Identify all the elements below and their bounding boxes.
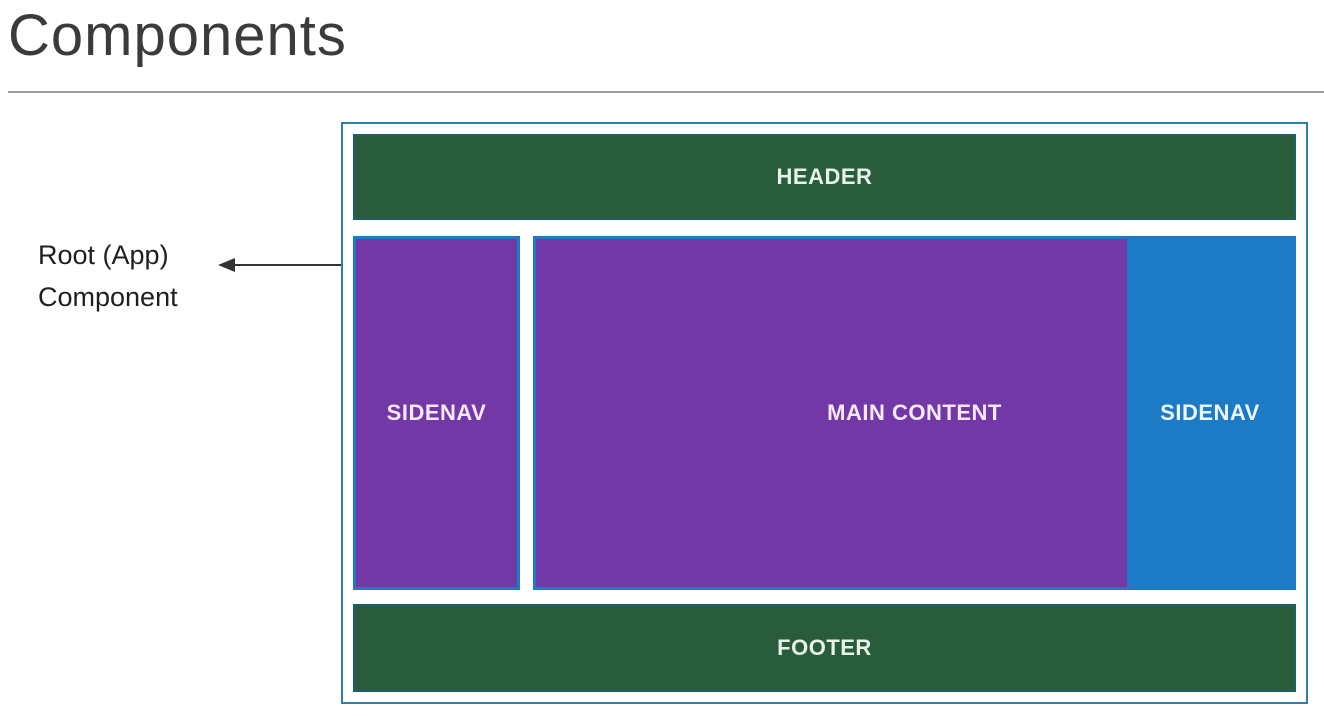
- footer-label: FOOTER: [777, 635, 872, 660]
- content-row: SIDENAV SIDENAV MAIN CONTENT: [353, 236, 1296, 590]
- header-label: HEADER: [776, 164, 873, 189]
- footer-bar: FOOTER: [353, 604, 1296, 692]
- header-bar: HEADER: [353, 134, 1296, 220]
- root-component-label-line2: Component: [38, 282, 178, 312]
- arrow-left-icon: [218, 258, 341, 272]
- sidenav-left-label: SIDENAV: [386, 400, 487, 425]
- main-container: SIDENAV MAIN CONTENT: [533, 236, 1296, 590]
- sidenav-right: SIDENAV: [1127, 239, 1293, 587]
- sidenav-left: SIDENAV: [353, 236, 520, 590]
- root-component-label: Root (App) Component: [38, 234, 178, 318]
- main-content: [536, 239, 1127, 587]
- sidenav-right-label: SIDENAV: [1160, 400, 1260, 425]
- title-divider: [8, 91, 1324, 93]
- page-title: Components: [8, 3, 347, 68]
- root-component-label-line1: Root (App): [38, 240, 169, 270]
- root-app-component-box: HEADER SIDENAV SIDENAV MAIN CONTENT FOOT…: [341, 122, 1308, 704]
